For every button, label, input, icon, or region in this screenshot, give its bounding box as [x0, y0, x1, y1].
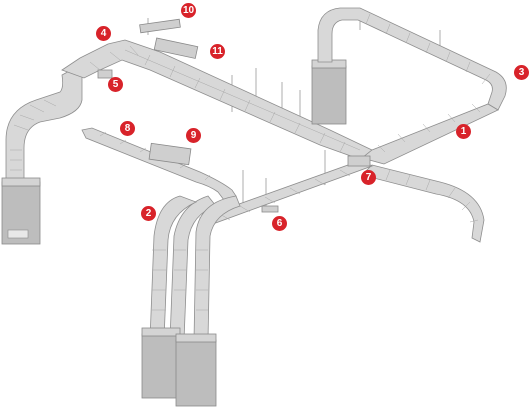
- right-diagonal-run: [361, 103, 499, 165]
- floor-box-right: [175, 339, 217, 407]
- callout-marker-2: 2: [141, 206, 156, 221]
- callout-marker-3: 3: [514, 65, 529, 80]
- tee-7: [347, 155, 371, 167]
- callout-marker-7: 7: [361, 170, 376, 185]
- double-riser: [141, 195, 241, 407]
- cover-plate-9: [148, 142, 192, 166]
- branch-run-8-9: [81, 127, 237, 201]
- bracket-5: [97, 69, 113, 79]
- main-horizontal-run: [61, 18, 373, 161]
- upper-loop: [311, 7, 507, 125]
- callout-marker-10: 10: [181, 3, 196, 18]
- center-column-box: [311, 65, 347, 125]
- callout-marker-1: 1: [456, 124, 471, 139]
- callout-marker-8: 8: [120, 121, 135, 136]
- callout-marker-11: 11: [210, 44, 225, 59]
- callout-marker-6: 6: [272, 216, 287, 231]
- callout-marker-5: 5: [108, 77, 123, 92]
- callout-marker-9: 9: [186, 128, 201, 143]
- lower-right-bend: [361, 164, 485, 243]
- left-vertical-drop: [1, 67, 83, 245]
- bracket-10: [139, 18, 181, 34]
- bracket-6: [261, 205, 279, 213]
- cover-plate-11: [153, 37, 199, 59]
- callout-marker-4: 4: [96, 26, 111, 41]
- floor-box-left: [141, 333, 181, 399]
